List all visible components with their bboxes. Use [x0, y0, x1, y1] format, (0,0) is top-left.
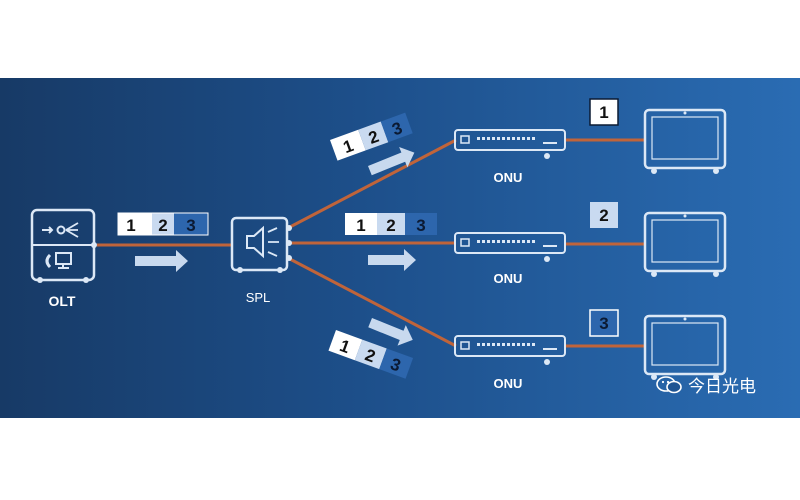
onu-1-packet: 1 — [589, 98, 619, 126]
onu-3: ONU — [454, 335, 566, 391]
onu-2-box — [454, 232, 566, 263]
pon-diagram-panel: OLT 1 2 3 SPL 1 2 3 — [0, 78, 800, 418]
fiber-lines — [97, 138, 645, 348]
onu-1-packet-label: 1 — [599, 103, 608, 122]
wechat-icon — [656, 375, 682, 393]
middle-frame-cell-2: 2 — [386, 216, 395, 235]
frame-cell-1: 1 — [126, 216, 135, 235]
watermark-text: 今日光电 — [688, 377, 756, 397]
onu-1: ONU — [454, 129, 566, 185]
middle-frame-cell-1: 1 — [356, 216, 365, 235]
frame-cell-2: 2 — [158, 216, 167, 235]
olt-frame: 1 2 3 — [117, 212, 209, 236]
splitter-device-body — [230, 216, 289, 272]
olt-arrow-icon — [42, 226, 54, 234]
onu-1-box — [454, 129, 566, 160]
onu-3-packet-label: 3 — [599, 314, 608, 333]
onu-2-label: ONU — [494, 271, 523, 286]
splitter-icon — [246, 225, 264, 259]
screen-2-icon — [643, 211, 727, 279]
screen-3-icon — [643, 314, 727, 382]
onu-3-label: ONU — [494, 376, 523, 391]
olt-split-icon — [65, 222, 79, 238]
splitter-device: SPL — [230, 216, 292, 305]
olt-device: OLT — [30, 208, 97, 309]
computer-icon — [55, 252, 72, 265]
fiber-to-onu-3 — [287, 256, 457, 348]
upper-branch-frame: 1 2 3 — [330, 112, 413, 161]
frame-cell-3: 3 — [186, 216, 195, 235]
olt-label: OLT — [49, 293, 76, 309]
onu-2-packet-label: 2 — [599, 206, 608, 225]
middle-branch-frame: 1 2 3 — [345, 213, 437, 235]
onu-1-label: ONU — [494, 170, 523, 185]
middle-arrow-icon — [368, 249, 416, 271]
onu-2-packet: 2 — [590, 202, 618, 228]
onu-3-packet: 3 — [589, 309, 619, 337]
fiber-to-onu-1 — [287, 138, 457, 230]
phone-icon — [45, 253, 52, 269]
onu-2: ONU — [454, 232, 566, 286]
lower-arrow-icon — [368, 318, 413, 346]
pon-diagram: OLT 1 2 3 SPL 1 2 3 — [30, 98, 727, 391]
splitter-label: SPL — [246, 290, 271, 305]
onu-3-box — [454, 335, 566, 366]
lower-branch-frame: 1 2 3 — [328, 330, 414, 379]
downstream-arrow-icon — [135, 250, 188, 272]
watermark: 今日光电 — [656, 372, 756, 397]
upper-arrow-icon — [368, 146, 415, 176]
middle-frame-cell-3: 3 — [416, 216, 425, 235]
screen-1-icon — [643, 108, 727, 176]
